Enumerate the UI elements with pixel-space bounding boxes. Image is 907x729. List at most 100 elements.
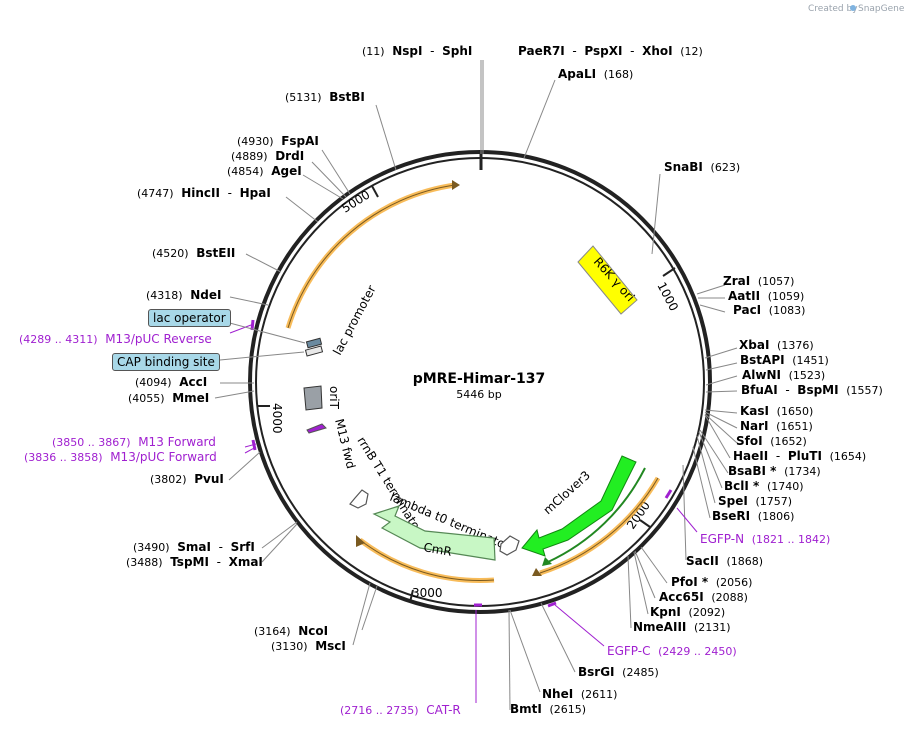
primer-label-m13rev[interactable]: (4289 .. 4311) M13/pUC Reverse xyxy=(19,332,212,346)
site-label-nco[interactable]: (3164) NcoI xyxy=(254,624,328,638)
site-position: (4318) xyxy=(146,289,183,302)
site-label-tsp[interactable]: (3488) TspMI - XmaI xyxy=(126,555,263,569)
site-label-bst[interactable]: (5131) BstBI xyxy=(285,90,365,104)
enzyme-name: XhoI xyxy=(642,44,673,58)
site-label-pac[interactable]: PacI (1083) xyxy=(733,303,805,317)
site-label-zra[interactable]: ZraI (1057) xyxy=(723,274,794,288)
enzyme-name: HpaI xyxy=(240,186,271,200)
site-label-msc[interactable]: (3130) MscI xyxy=(271,639,346,653)
primer-label-egfpn[interactable]: EGFP-N (1821 .. 1842) xyxy=(700,532,830,546)
site-position: (1654) xyxy=(830,450,867,463)
site-label-pvu[interactable]: (3802) PvuI xyxy=(150,472,224,486)
enzyme-name: BfuAI xyxy=(741,383,778,397)
site-position: (4747) xyxy=(137,187,174,200)
m13-fwd-feature xyxy=(306,423,327,434)
primer-marks xyxy=(250,319,673,608)
cmr-feature xyxy=(372,505,496,561)
site-position: (1083) xyxy=(769,304,806,317)
enzyme-name: NheI xyxy=(542,687,573,701)
enzyme-name: SfoI xyxy=(736,434,763,448)
watermark-prefix: Created by xyxy=(808,4,858,14)
primer-leaders xyxy=(229,324,698,703)
site-position: (4889) xyxy=(231,150,268,163)
site-label-alw[interactable]: AlwNI (1523) xyxy=(742,368,825,382)
primer-name: M13 Forward xyxy=(138,435,216,449)
primer-label-catr[interactable]: (2716 .. 2735) CAT-R xyxy=(340,703,461,717)
promoter-arc-bottom-arrow-icon xyxy=(356,535,365,547)
enzyme-name: XbaI xyxy=(739,338,769,352)
site-label-bsteii[interactable]: (4520) BstEII xyxy=(152,246,235,260)
enzyme-name: XmaI xyxy=(229,555,263,569)
lambda-feature xyxy=(499,535,520,556)
site-label-nhe[interactable]: NheI (2611) xyxy=(542,687,617,701)
enzyme-name: AlwNI xyxy=(742,368,781,382)
site-label-kas[interactable]: KasI (1650) xyxy=(740,404,813,418)
site-label-nar[interactable]: NarI (1651) xyxy=(740,419,813,433)
site-label-bse[interactable]: BseRI (1806) xyxy=(712,509,794,523)
site-label-aat[interactable]: AatII (1059) xyxy=(728,289,804,303)
site-labels: (11) NspI - SphI PaeR7I - PspXI - XhoI (1… xyxy=(19,44,883,717)
site-position: (1523) xyxy=(789,369,826,382)
enzyme-name: BclI * xyxy=(724,479,760,493)
site-position: (4094) xyxy=(135,376,172,389)
ruler-label-5000: 5000 xyxy=(339,187,372,215)
site-label-apa[interactable]: ApaLI (168) xyxy=(558,67,633,81)
enzyme-name: SpeI xyxy=(718,494,748,508)
site-label-sac[interactable]: SacII (1868) xyxy=(686,554,763,568)
primer-label-egfpc[interactable]: EGFP-C (2429 .. 2450) xyxy=(607,644,737,658)
site-label-nde[interactable]: (4318) NdeI xyxy=(146,288,221,302)
site-label-spe[interactable]: SpeI (1757) xyxy=(718,494,792,508)
separator: - xyxy=(630,44,634,58)
site-label-xba[interactable]: XbaI (1376) xyxy=(739,338,814,352)
site-label-fsp[interactable]: (4930) FspAI xyxy=(237,134,319,148)
site-position: (1057) xyxy=(758,275,795,288)
site-position: (3164) xyxy=(254,625,291,638)
site-label-bsab[interactable]: BsaBI * (1734) xyxy=(728,464,821,478)
enzyme-name: MscI xyxy=(315,639,346,653)
site-position: (5131) xyxy=(285,91,322,104)
site-position: (11) xyxy=(362,45,385,58)
enzyme-name: ApaLI xyxy=(558,67,596,81)
site-label-bmt[interactable]: BmtI (2615) xyxy=(510,702,586,716)
enzyme-name: TspMI xyxy=(170,555,209,569)
site-label-bstapi[interactable]: BstAPI (1451) xyxy=(740,353,829,367)
site-label-hinc[interactable]: (4747) HincII - HpaI xyxy=(137,186,271,200)
site-position: (1651) xyxy=(776,420,813,433)
site-label-acc[interactable]: (4094) AccI xyxy=(135,375,207,389)
site-label-kpn[interactable]: KpnI (2092) xyxy=(650,605,725,619)
site-label-bsrg[interactable]: BsrGI (2485) xyxy=(578,665,659,679)
plasmid-name: pMRE-Himar-137 xyxy=(413,371,546,387)
site-label-pfo[interactable]: PfoI * (2056) xyxy=(671,575,752,589)
enzyme-name: DrdI xyxy=(275,149,304,163)
site-label-bfu[interactable]: BfuAI - BspMI (1557) xyxy=(741,383,883,397)
site-label-age[interactable]: (4854) AgeI xyxy=(227,164,302,178)
site-label-acc65[interactable]: Acc65I (2088) xyxy=(659,590,748,604)
site-label-sfo[interactable]: SfoI (1652) xyxy=(736,434,807,448)
site-position: (1652) xyxy=(770,435,807,448)
site-label-drd[interactable]: (4889) DrdI xyxy=(231,149,304,163)
plasmid-length: 5446 bp xyxy=(456,388,501,401)
lac-operator-mark xyxy=(305,337,323,349)
site-label-mme[interactable]: (4055) MmeI xyxy=(128,391,209,405)
enzyme-name: MmeI xyxy=(172,391,209,405)
site-label-bcl[interactable]: BclI * (1740) xyxy=(724,479,804,493)
primer-label-m13fwd[interactable]: (3850 .. 3867) M13 Forward xyxy=(52,435,216,449)
enzyme-name: BspMI xyxy=(797,383,838,397)
promoter-arc-right-arrow-icon xyxy=(532,568,542,576)
enzyme-name: BseRI xyxy=(712,509,750,523)
leader-lines xyxy=(214,60,738,711)
site-label-nsp[interactable]: (11) NspI - SphI xyxy=(362,44,472,58)
site-label-sna[interactable]: SnaBI (623) xyxy=(664,160,740,174)
site-label-hae[interactable]: HaeII - PluTI (1654) xyxy=(733,449,866,463)
site-position: (4930) xyxy=(237,135,274,148)
ruler-label-4000: 4000 xyxy=(270,403,284,434)
site-label-pae[interactable]: PaeR7I - PspXI - XhoI (12) xyxy=(518,44,703,58)
primer-range: (2429 .. 2450) xyxy=(658,645,737,658)
enzyme-name: FspAI xyxy=(281,134,319,148)
site-position: (3802) xyxy=(150,473,187,486)
primer-label-m13pucfwd[interactable]: (3836 .. 3858) M13/pUC Forward xyxy=(24,450,217,464)
site-label-nme[interactable]: NmeAIII (2131) xyxy=(633,620,731,634)
lac-promoter-arc-core xyxy=(287,184,456,329)
site-label-sma[interactable]: (3490) SmaI - SrfI xyxy=(133,540,255,554)
